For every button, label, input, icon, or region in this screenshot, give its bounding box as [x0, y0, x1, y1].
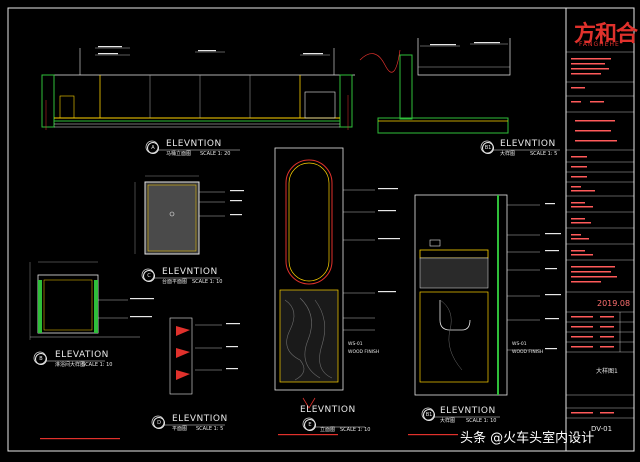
- wood-finish-callout-f: WOOD FINISH: [512, 350, 544, 355]
- annotation-marks: [98, 42, 561, 370]
- view-c-plan: [134, 175, 225, 282]
- view-e-title: ELEVNTION: [300, 405, 356, 415]
- outer-frame: [7, 7, 635, 452]
- ws-callout-e: WS-01: [348, 342, 363, 347]
- view-b1-marker: B1: [482, 142, 494, 154]
- drawing-number: DV-01: [591, 425, 613, 433]
- view-b-subtitle: 淋浴间大样图: [55, 362, 86, 368]
- view-f-subtitle: 大样图: [440, 418, 456, 424]
- view-d-subtitle: 平面图: [172, 426, 188, 432]
- view-b-title: ELEVATION: [55, 350, 109, 360]
- view-b1-detail: [359, 38, 560, 154]
- view-e-scale: SCALE 1: 10: [340, 427, 371, 433]
- issue-date: 2019.08: [597, 299, 631, 308]
- view-a-scale: SCALE 1: 20: [200, 151, 231, 157]
- view-d-plan: [151, 317, 225, 429]
- view-d-marker: D: [153, 417, 165, 429]
- view-a-title: ELEVNTION: [166, 139, 222, 149]
- view-f-title: ELEVNTION: [440, 406, 496, 416]
- brand-subtitle: FANGHEHE: [579, 41, 620, 48]
- view-a-marker: A: [147, 142, 159, 154]
- view-c-title: ELEVNTION: [162, 267, 218, 277]
- view-b-scale: SCALE 1: 10: [82, 362, 113, 368]
- view-b1-scale: SCALE 1: 5: [530, 151, 558, 157]
- view-e-vanity: [274, 147, 375, 431]
- view-b1-title: ELEVNTION: [500, 139, 556, 149]
- view-e-marker: E: [304, 419, 316, 431]
- view-d-scale: SCALE 1: 5: [196, 426, 224, 432]
- title-block-rows: [566, 51, 634, 419]
- view-f-scale: SCALE 1: 10: [466, 418, 497, 424]
- ws-callout-f: WS-01: [512, 342, 527, 347]
- view-e-subtitle: 立面图: [320, 427, 336, 433]
- wood-finish-callout-e: WOOD FINISH: [348, 350, 380, 355]
- title-block-frame: [565, 7, 635, 452]
- view-b-marker: B: [35, 353, 47, 365]
- view-d-title: ELEVNTION: [172, 414, 228, 424]
- view-a-elevation: [41, 47, 355, 154]
- view-b-shower: [29, 261, 140, 365]
- view-c-scale: SCALE 1: 10: [192, 279, 223, 285]
- view-a-subtitle: 马桶立面图: [166, 151, 192, 157]
- title-block-marks: [571, 58, 617, 414]
- view-c-subtitle: 台面平面图: [162, 279, 188, 285]
- footer-note-marks: [40, 434, 458, 440]
- brand-logo: 方和合: [574, 21, 638, 47]
- view-b1-subtitle: 大样图: [500, 151, 516, 157]
- view-f-marker: B1: [423, 409, 435, 421]
- view-f-section: [414, 194, 540, 421]
- view-c-marker: C: [143, 270, 155, 282]
- drawing-label: 大样图1: [596, 368, 618, 375]
- watermark: 头条 @火车头室内设计: [460, 431, 595, 446]
